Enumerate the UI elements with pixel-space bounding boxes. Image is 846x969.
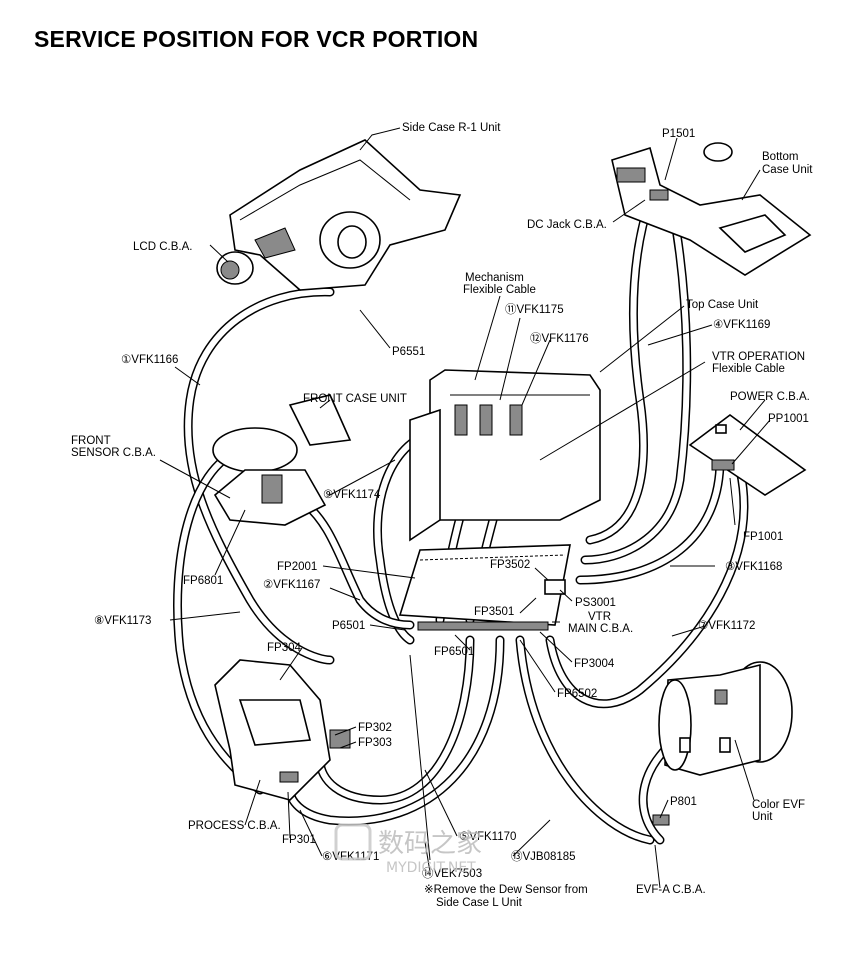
watermark-en: MYDIGIT.NET — [386, 860, 476, 876]
page-title: SERVICE POSITION FOR VCR PORTION — [34, 26, 479, 52]
label-fp303: FP303 — [358, 737, 392, 749]
cable-vfk1172 — [545, 465, 749, 709]
cable-vjb08185 — [515, 635, 655, 845]
label-side-case-r1: Side Case R-1 Unit — [402, 122, 501, 134]
cable-vfk1168 — [575, 455, 725, 585]
label-lcd-cba: LCD C.B.A. — [133, 241, 192, 253]
power-cba — [688, 414, 807, 496]
label-pp1001: PP1001 — [768, 413, 809, 425]
label-p1501: P1501 — [662, 128, 695, 140]
cable-vfk1167 — [295, 495, 415, 630]
label-fp302: FP302 — [358, 722, 392, 734]
watermark: 数码之家 MYDIGIT.NET — [334, 823, 482, 876]
front-case-unit — [212, 394, 352, 526]
cable-vfk1170 — [315, 635, 475, 805]
label-p6551: P6551 — [392, 346, 425, 358]
cable-vfk1169 — [585, 195, 655, 545]
cable-vfk1166 — [183, 287, 335, 665]
bottom-case-unit — [611, 142, 812, 276]
label-top-case: Top Case Unit — [686, 299, 759, 311]
cable-vfk1171 — [285, 635, 505, 826]
label-fp6502: FP6502 — [557, 688, 597, 700]
process-cba — [214, 659, 351, 801]
label-fp301: FP301 — [282, 834, 316, 846]
label-fp3501: FP3501 — [474, 606, 514, 618]
label-vfk1175: ⑪VFK1175 — [505, 303, 564, 316]
label-fp3502: FP3502 — [490, 559, 530, 571]
label-vfk1173: ⑧VFK1173 — [94, 615, 151, 627]
side-case-r1-unit — [216, 139, 462, 291]
label-vfk1166: ①VFK1166 — [121, 354, 178, 366]
label-vfk1168: ③VFK1168 — [725, 561, 782, 573]
label-vfk1167: ②VFK1167 — [263, 579, 320, 591]
label-evf-a-cba: EVF-A C.B.A. — [636, 884, 706, 896]
label-ps3001: PS3001 — [575, 597, 616, 609]
label-vfk1176: ⑫VFK1176 — [530, 332, 589, 345]
label-vfk1170: ⑤VFK1170 — [459, 831, 516, 843]
label-vfk1172: ⑦VFK1172 — [698, 620, 755, 632]
leader-lines — [159, 127, 771, 889]
label-fp1001: FP1001 — [743, 531, 783, 543]
label-vfk1169: ④VFK1169 — [713, 319, 770, 331]
label-power-cba: POWER C.B.A. — [730, 391, 810, 403]
label-fp6501: FP6501 — [434, 646, 474, 658]
label-front-case: FRONT CASE UNIT — [303, 393, 407, 405]
label-process-cba: PROCESS C.B.A. — [188, 820, 281, 832]
label-fp3004: FP3004 — [574, 658, 615, 670]
vtr-main-cba — [398, 544, 571, 631]
cable-dcjack — [580, 200, 692, 565]
label-vek7503: ⑭VEK7503 — [422, 867, 482, 880]
label-vfk1174: ⑨VFK1174 — [323, 489, 381, 501]
label-dc-jack: DC Jack C.B.A. — [527, 219, 607, 231]
watermark-cn: 数码之家 — [378, 829, 482, 859]
p1501-connector — [703, 142, 733, 162]
label-p801: P801 — [670, 796, 697, 808]
mechanism-block — [409, 369, 601, 542]
color-evf-unit — [652, 661, 793, 826]
label-fp6801: FP6801 — [183, 575, 223, 587]
label-p6501: P6501 — [332, 620, 365, 632]
cable-vek7503 — [409, 654, 431, 861]
label-vjb08185: ⑬VJB08185 — [511, 850, 576, 863]
label-fp304: FP304 — [267, 642, 301, 654]
label-fp2001: FP2001 — [277, 561, 317, 573]
